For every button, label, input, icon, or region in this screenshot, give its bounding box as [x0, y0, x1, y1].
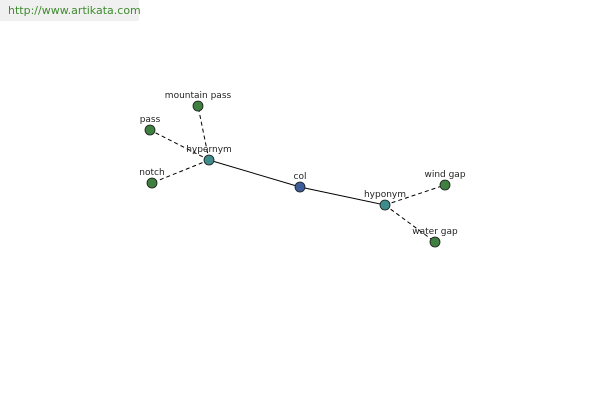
edge-col-hypernym — [208, 159, 301, 188]
edge-col-hyponym — [299, 186, 386, 206]
node-hypernym-dot[interactable] — [203, 154, 215, 166]
edge-hyponym-water-gap — [384, 204, 436, 243]
graph-edges — [149, 105, 446, 243]
node-col-dot[interactable] — [294, 181, 306, 193]
node-hypernym-label: hypernym — [186, 145, 232, 155]
node-wind-gap-dot[interactable] — [439, 179, 451, 191]
node-wind-gap-label: wind gap — [424, 170, 465, 180]
node-water-gap-label: water gap — [412, 227, 458, 237]
node-wind-gap[interactable]: wind gap — [424, 170, 466, 191]
node-hyponym-label: hyponym — [364, 190, 406, 200]
node-col-label: col — [294, 172, 307, 182]
node-notch-dot[interactable] — [146, 177, 158, 189]
watermark-banner: http://www.artikata.com — [0, 0, 141, 21]
edge-hypernym-mountain-pass — [197, 105, 210, 161]
node-mountain-pass[interactable]: mountain pass — [165, 91, 232, 112]
node-col[interactable]: col — [294, 172, 307, 193]
node-pass[interactable]: pass — [140, 115, 161, 136]
edge-hypernym-notch — [151, 159, 210, 184]
node-pass-dot[interactable] — [144, 124, 156, 136]
node-notch[interactable]: notch — [139, 168, 165, 189]
node-water-gap-dot[interactable] — [429, 236, 441, 248]
node-hypernym[interactable]: hypernym — [186, 145, 232, 166]
edge-hyponym-wind-gap — [384, 184, 446, 206]
graph-nodes: col hypernym hyponym mountain pass pass notch… — [139, 91, 466, 248]
node-hyponym-dot[interactable] — [379, 199, 391, 211]
node-hyponym[interactable]: hyponym — [364, 190, 406, 211]
node-mountain-pass-label: mountain pass — [165, 91, 232, 101]
node-mountain-pass-dot[interactable] — [192, 100, 204, 112]
watermark-link[interactable]: http://www.artikata.com — [8, 4, 141, 17]
node-pass-label: pass — [140, 115, 161, 125]
node-notch-label: notch — [139, 168, 164, 178]
node-water-gap[interactable]: water gap — [412, 227, 458, 248]
